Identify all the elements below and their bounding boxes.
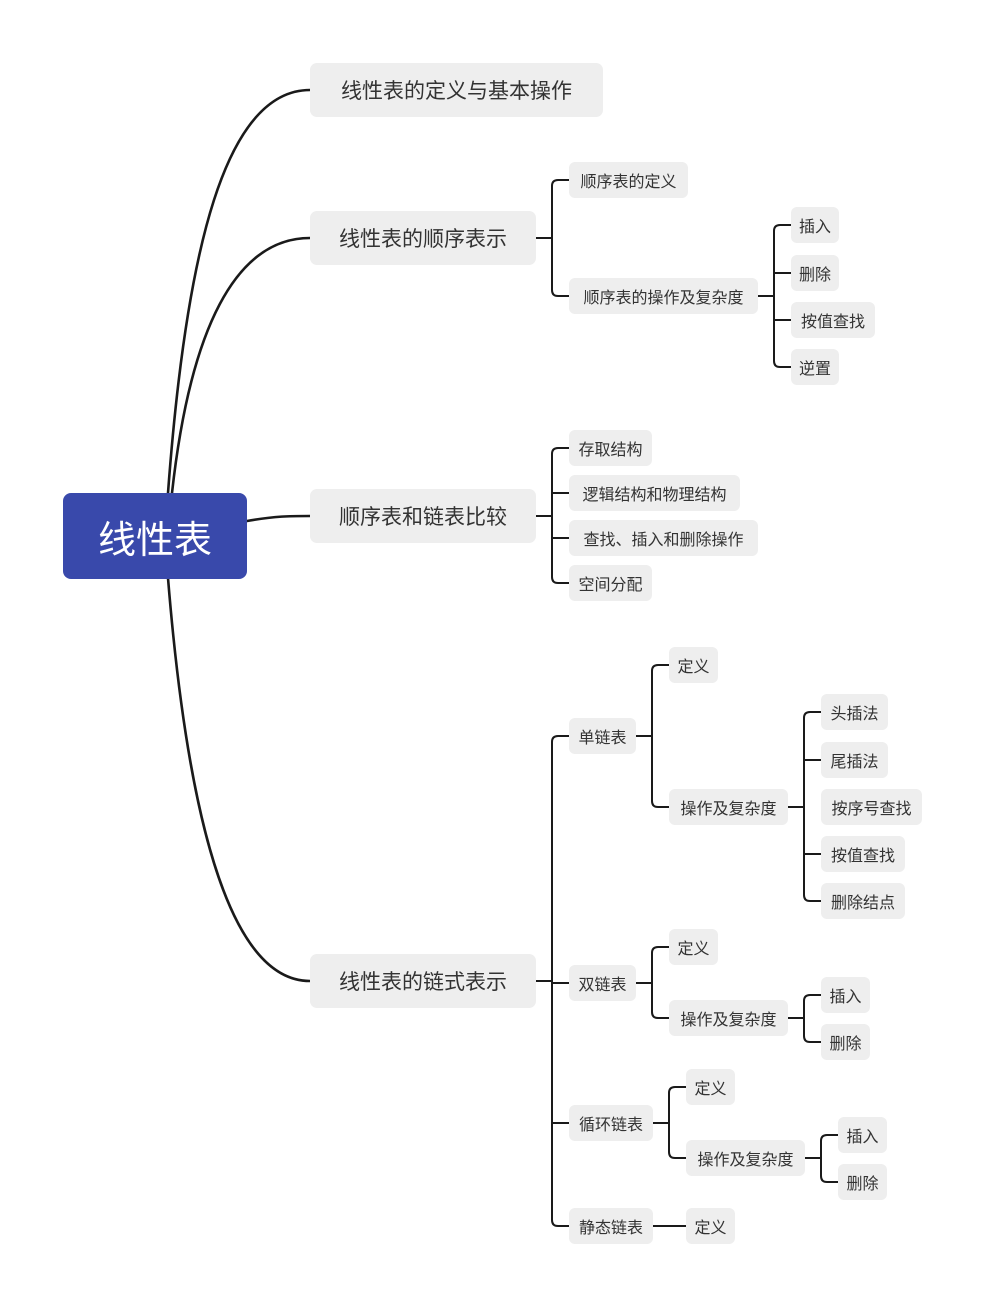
root-link-compare: [245, 514, 312, 523]
node-tail-insert[interactable]: 尾插法: [821, 742, 888, 778]
node-seq-reverse[interactable]: 逆置: [791, 349, 839, 385]
node-logical-physical[interactable]: 逻辑结构和物理结构: [569, 475, 740, 511]
node-circular-ops[interactable]: 操作及复杂度: [686, 1140, 805, 1176]
branch-compare[interactable]: 顺序表和链表比较: [310, 489, 536, 543]
bracket-double-ops: [788, 994, 821, 1043]
root-link-sequential: [170, 236, 312, 495]
bracket-single: [636, 664, 669, 808]
branch-sequential[interactable]: 线性表的顺序表示: [310, 211, 536, 265]
node-double-definition[interactable]: 定义: [669, 929, 718, 965]
bracket-double: [636, 946, 669, 1019]
node-seq-ops[interactable]: 顺序表的操作及复杂度: [569, 278, 758, 314]
node-search-insert-delete[interactable]: 查找、插入和删除操作: [569, 520, 758, 556]
node-double-insert[interactable]: 插入: [821, 977, 870, 1013]
node-search-value[interactable]: 按值查找: [821, 836, 905, 872]
bracket-circular: [653, 1086, 686, 1159]
node-seq-delete[interactable]: 删除: [791, 255, 839, 291]
node-head-insert[interactable]: 头插法: [821, 694, 888, 730]
node-single-list[interactable]: 单链表: [569, 718, 636, 754]
node-static-definition[interactable]: 定义: [686, 1208, 735, 1244]
node-static-list[interactable]: 静态链表: [569, 1208, 653, 1244]
root-link-definition: [166, 88, 312, 495]
root-link-linked: [166, 576, 312, 983]
bracket-seq-ops: [758, 224, 791, 368]
bracket-compare: [536, 447, 569, 584]
branch-definition[interactable]: 线性表的定义与基本操作: [310, 63, 603, 117]
node-double-delete[interactable]: 删除: [821, 1024, 870, 1060]
node-seq-definition[interactable]: 顺序表的定义: [569, 162, 688, 198]
node-single-ops[interactable]: 操作及复杂度: [669, 789, 788, 825]
bracket-single-ops: [788, 711, 821, 902]
node-space-allocation[interactable]: 空间分配: [569, 565, 652, 601]
bracket-sequential: [536, 179, 569, 297]
node-seq-insert[interactable]: 插入: [791, 207, 839, 243]
root-node[interactable]: 线性表: [63, 493, 247, 579]
node-double-ops[interactable]: 操作及复杂度: [669, 1000, 788, 1036]
node-circular-delete[interactable]: 删除: [838, 1164, 887, 1200]
branch-linked[interactable]: 线性表的链式表示: [310, 954, 536, 1008]
node-delete-node[interactable]: 删除结点: [821, 883, 905, 919]
node-double-list[interactable]: 双链表: [569, 965, 636, 1001]
node-circular-definition[interactable]: 定义: [686, 1069, 735, 1105]
node-circular-list[interactable]: 循环链表: [569, 1105, 653, 1141]
node-access-structure[interactable]: 存取结构: [569, 430, 652, 466]
node-search-index[interactable]: 按序号查找: [821, 789, 922, 825]
bracket-linked: [536, 735, 569, 1227]
node-circular-insert[interactable]: 插入: [838, 1117, 887, 1153]
node-single-definition[interactable]: 定义: [669, 647, 718, 683]
node-seq-search-value[interactable]: 按值查找: [791, 302, 875, 338]
bracket-circular-ops: [805, 1134, 838, 1183]
